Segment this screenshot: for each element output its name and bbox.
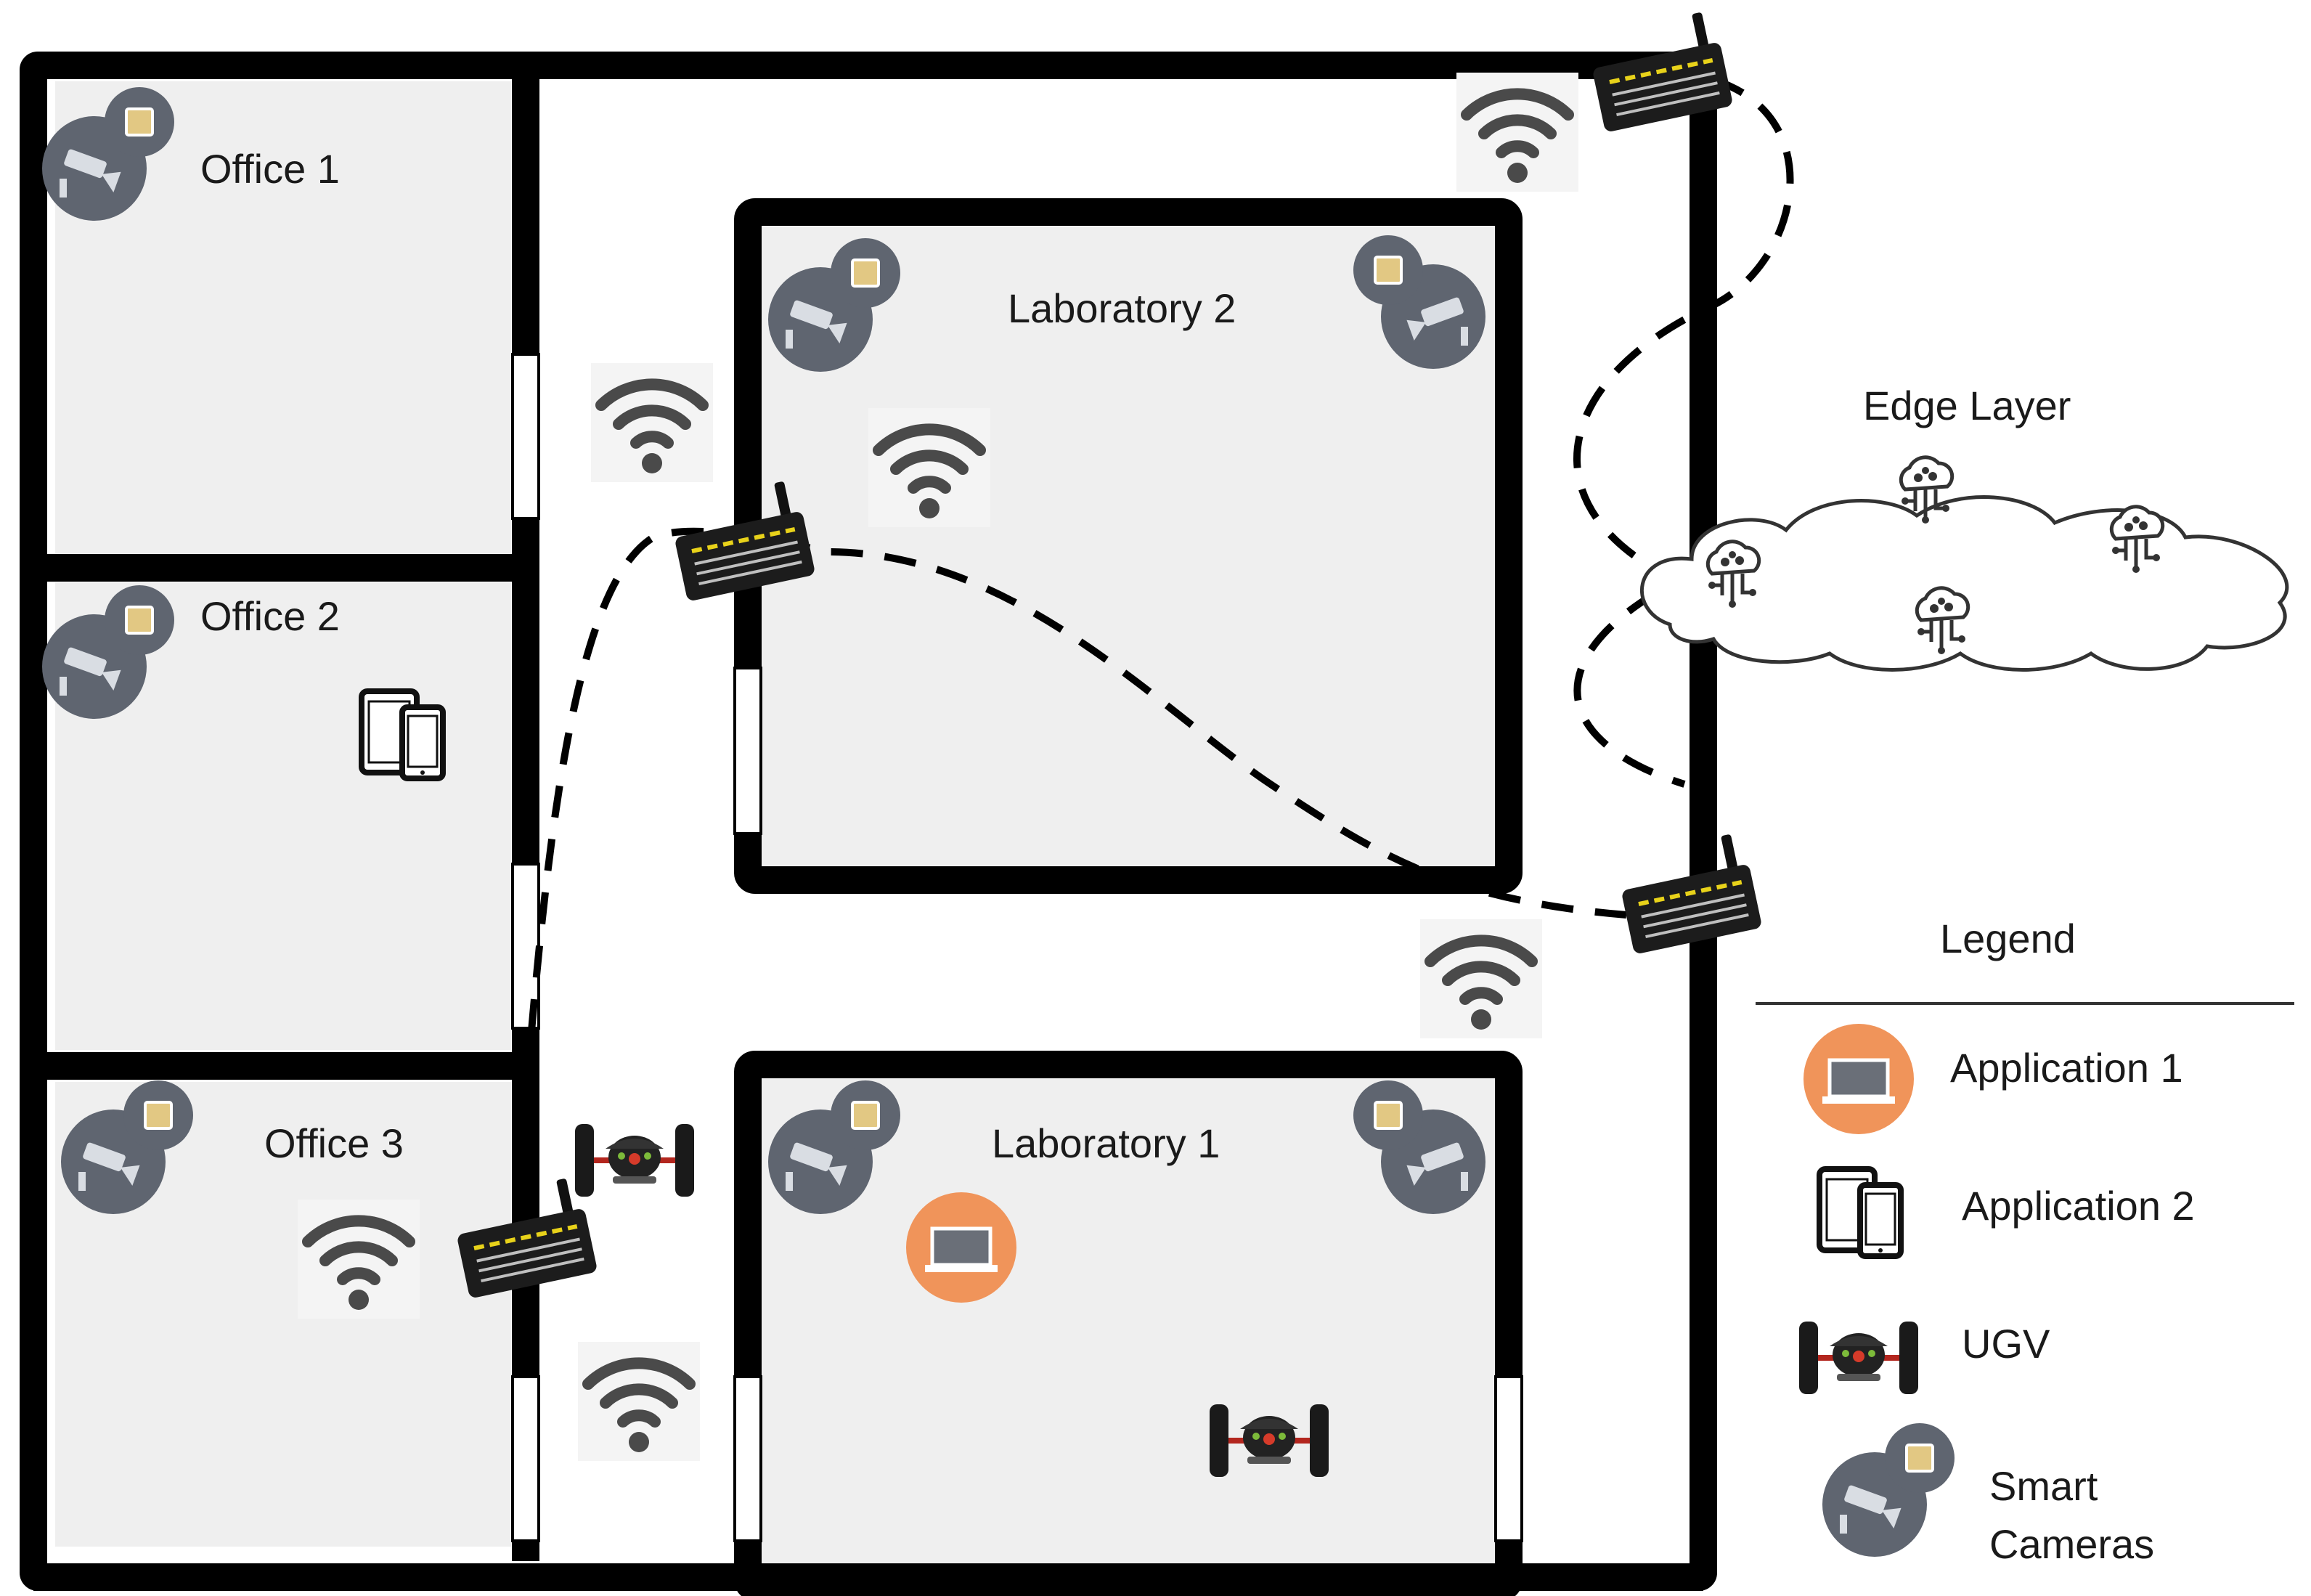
tablet-phone-icon <box>1819 1169 1901 1256</box>
legend-application-2: Application 2 <box>1962 1183 2195 1229</box>
network-link-dashed <box>528 527 1627 1032</box>
wifi-icon <box>1456 73 1578 192</box>
edge-layer-cloud <box>1640 457 2289 672</box>
tablet-phone-icon <box>362 691 443 778</box>
ugv-icon <box>1799 1322 1918 1394</box>
laboratory-2-label: Laboratory 2 <box>1008 285 1236 331</box>
legend-smart-cameras-line2: Cameras <box>1989 1521 2154 1567</box>
wifi-icon <box>868 408 990 527</box>
laptop-icon <box>1803 1024 1914 1134</box>
edge-layer-label: Edge Layer <box>1863 383 2071 428</box>
wifi-icon <box>298 1200 420 1319</box>
laboratory-1-label: Laboratory 1 <box>992 1120 1220 1166</box>
legend: Legend Application 1 Application 2 UGV S… <box>1756 916 2294 1567</box>
edge-link-dashed <box>1573 76 1794 788</box>
office-3-label: Office 3 <box>264 1120 404 1166</box>
door <box>511 353 540 520</box>
laptop-icon <box>906 1192 1016 1303</box>
wifi-icon <box>1420 919 1542 1038</box>
legend-title: Legend <box>1940 916 2076 961</box>
office-2-label: Office 2 <box>200 593 340 639</box>
wifi-icon <box>591 363 713 482</box>
office-1-label: Office 1 <box>200 146 340 192</box>
legend-ugv: UGV <box>1962 1321 2050 1367</box>
legend-smart-cameras-line1: Smart <box>1989 1463 2098 1509</box>
smart-camera-icon <box>1821 1422 1956 1558</box>
legend-application-1: Application 1 <box>1950 1045 2183 1091</box>
door <box>511 1375 540 1542</box>
wifi-icon <box>578 1342 700 1461</box>
